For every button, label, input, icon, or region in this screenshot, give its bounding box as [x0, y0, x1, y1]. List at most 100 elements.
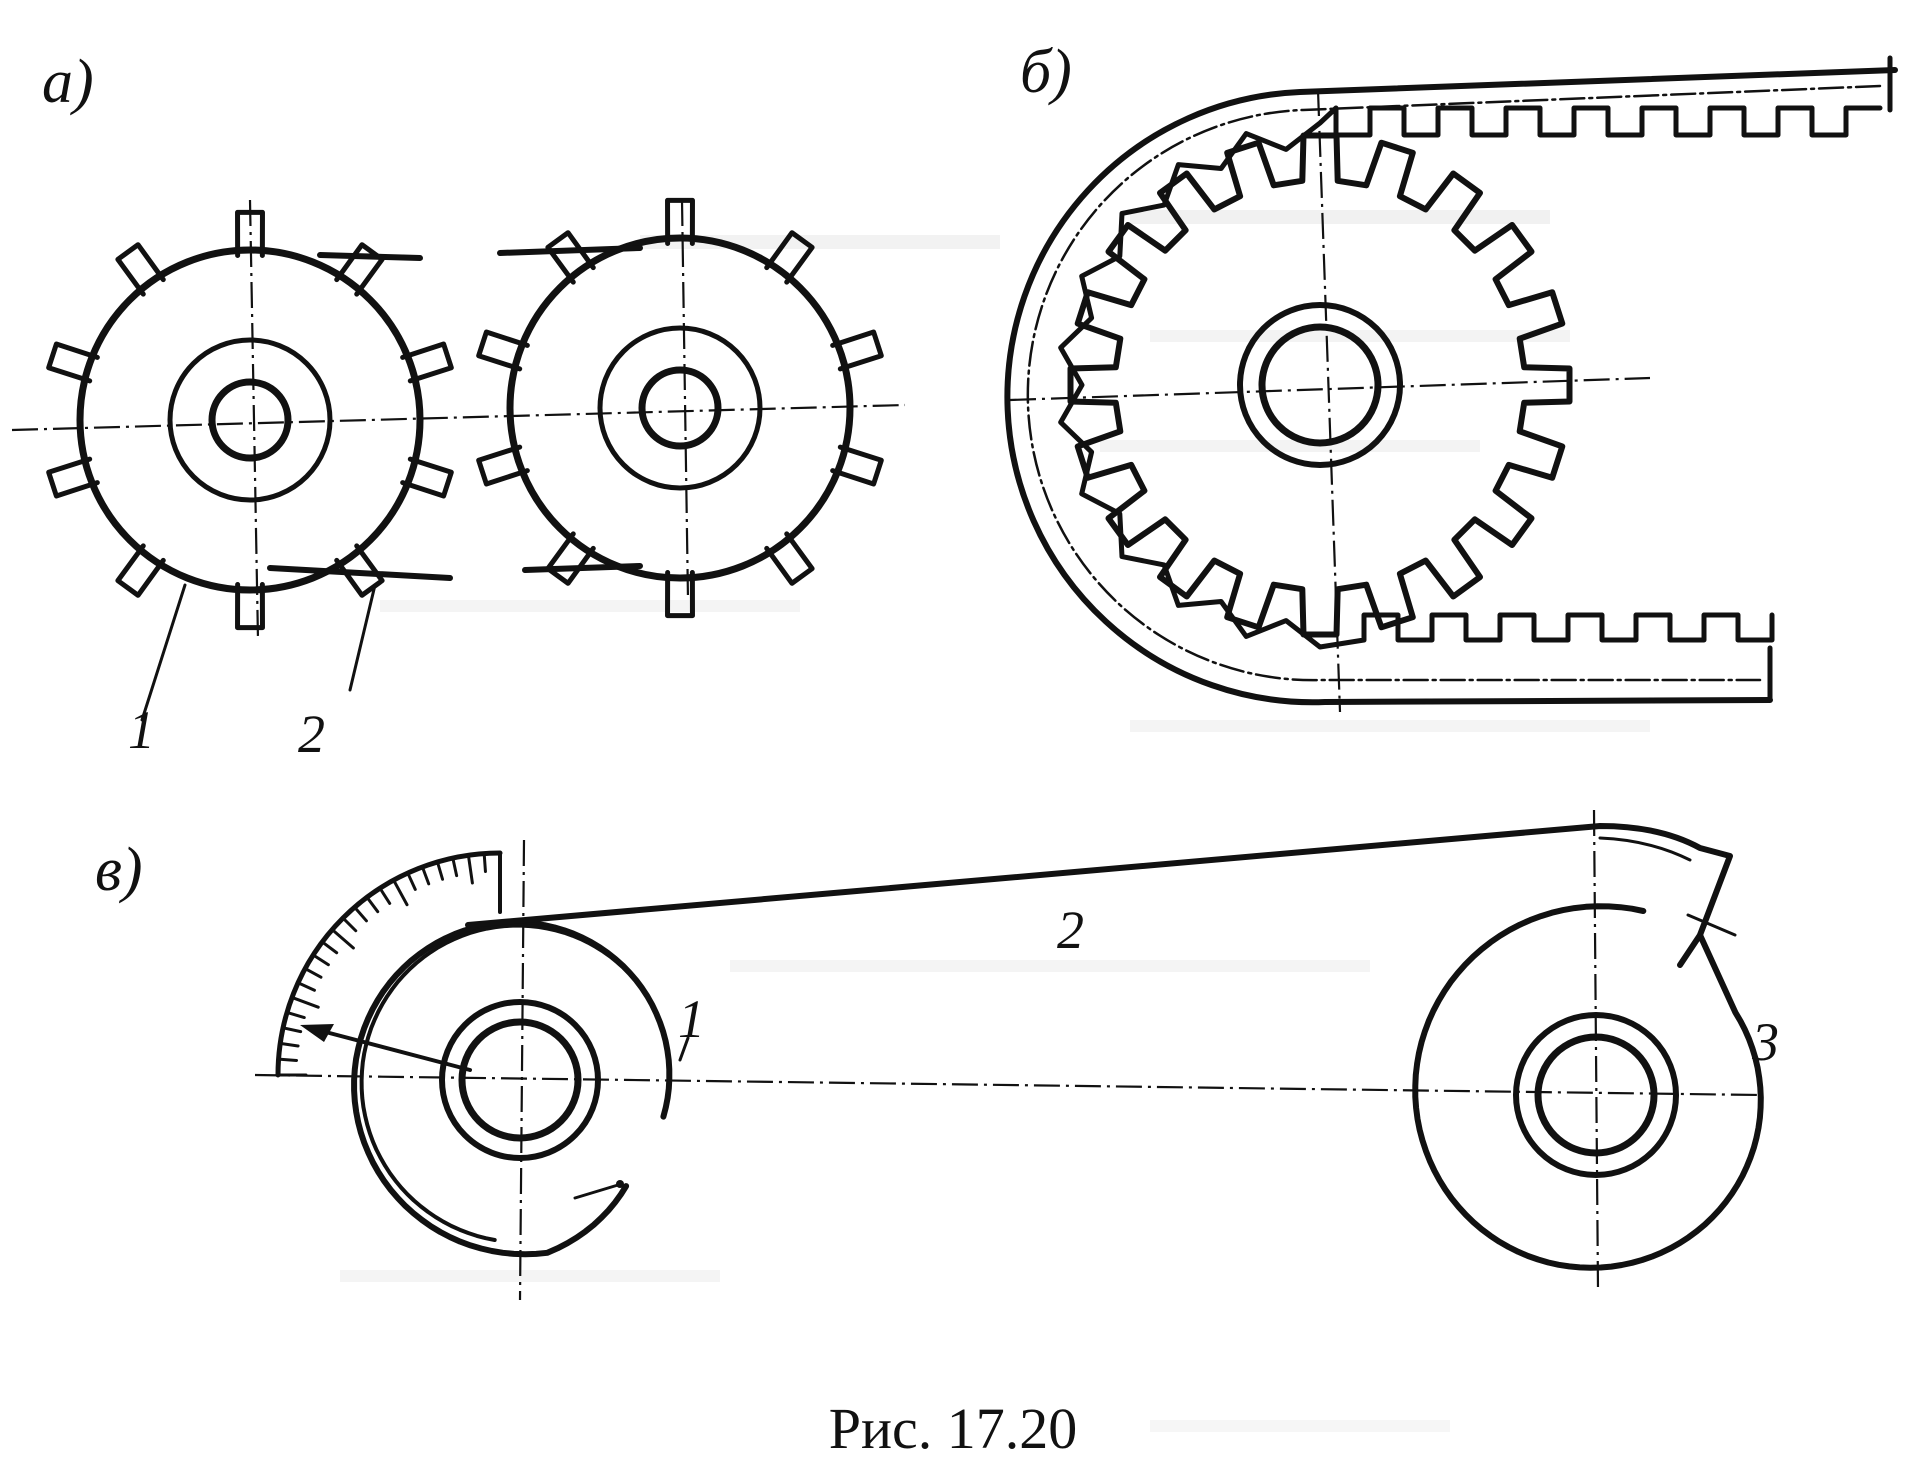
belt-inner-toothed-edge [1058, 105, 1883, 650]
scale-tick [278, 1041, 300, 1048]
scale-tick [341, 916, 358, 933]
scale-tick [330, 928, 355, 950]
sprocket-tooth [476, 329, 530, 372]
bleed-through-texture [340, 210, 1650, 1432]
panel-a-part-1: 1 [128, 700, 155, 760]
belt-outer-edge [1004, 67, 1898, 706]
scale-tick [466, 853, 474, 885]
scale-tick [420, 865, 431, 886]
scale-tick [296, 981, 316, 992]
sprocket-tooth [830, 329, 884, 372]
scale-tick [320, 940, 339, 955]
drum-right-bore [1534, 1033, 1658, 1157]
sprocket-left-hub [167, 337, 333, 503]
figure-caption: Рис. 17.20 [829, 1396, 1078, 1461]
tape-lower-right [522, 563, 643, 573]
panel-b-label: б) [1020, 38, 1072, 106]
drum-left-clamp-pin [616, 1180, 624, 1188]
panel-a-horizontal-axis [11, 403, 906, 432]
tape-upper-left [317, 252, 423, 261]
sprocket-tooth [46, 456, 100, 499]
sprocket-right-rim [506, 234, 854, 582]
drum-left [351, 919, 673, 1258]
sprocket-tooth [115, 543, 166, 598]
leader-a-2 [348, 583, 377, 692]
sprocket-left-bore [208, 378, 292, 462]
tape-span [465, 823, 1733, 968]
belt-pitch-line [1026, 84, 1882, 682]
sprocket-right-teeth [476, 197, 884, 619]
tape-lower-left [267, 565, 453, 581]
drum-left-hub [439, 999, 601, 1161]
scale-tick [311, 953, 330, 967]
sprocket-right-bore [638, 366, 722, 450]
scale-tick [378, 886, 392, 905]
sprocket-tooth [334, 242, 385, 297]
sprocket-tooth [665, 197, 695, 246]
drum-left-tape-layer [359, 923, 648, 1242]
sprocket-tooth [476, 444, 530, 487]
sprocket-tooth [665, 570, 695, 619]
sprocket-left-teeth [46, 209, 454, 631]
panel-v-part-2: 2 [1057, 900, 1084, 960]
sprocket-tooth [46, 341, 100, 384]
sprocket-tooth [235, 582, 265, 631]
scale-tick [277, 1057, 299, 1062]
drum-right-hub [1513, 1012, 1679, 1178]
panel-v: в) 1 [95, 809, 1779, 1301]
scale-tick [290, 995, 320, 1009]
drum-right-outline [1412, 903, 1764, 1271]
panel-b-vertical-axis [1316, 89, 1342, 713]
panel-v-left-vertical-axis [518, 839, 526, 1301]
angle-scale-ticks [276, 851, 502, 1077]
panel-a-label: а) [42, 48, 94, 116]
panel-b: б) [1004, 38, 1898, 713]
panel-v-right-vertical-axis [1592, 809, 1600, 1291]
scale-tick [353, 905, 368, 923]
pointer-arrowhead [300, 1024, 334, 1042]
panel-a-right-vertical-axis [680, 199, 690, 601]
drum-left-bore [458, 1018, 582, 1142]
panel-v-part-3: 3 [1751, 1012, 1779, 1072]
sprocket-tooth [115, 242, 166, 297]
toothed-pulley [1067, 132, 1573, 638]
angle-scale-arc [275, 850, 503, 1078]
sprocket-tooth [764, 230, 815, 285]
panel-v-label: в) [95, 836, 143, 904]
angle-scale [275, 850, 503, 1078]
toothed-pulley-bore [1258, 323, 1382, 447]
leader-a-1 [140, 583, 187, 722]
sprocket-tooth [400, 341, 454, 384]
scale-tick [365, 895, 380, 914]
sprocket-tooth [235, 209, 265, 258]
sprocket-tooth [334, 543, 385, 598]
toothed-pulley-hub [1237, 302, 1403, 468]
scale-tick [482, 852, 487, 874]
panel-a-part-2: 2 [298, 704, 325, 764]
panel-a-left-vertical-axis [248, 199, 260, 641]
drum-right [1412, 903, 1764, 1271]
toothed-belt [1004, 55, 1898, 706]
sprocket-tooth [830, 444, 884, 487]
scale-tick [285, 1010, 306, 1020]
scale-tick [392, 878, 409, 907]
scale-tick [451, 856, 459, 878]
drum-left-clamp [573, 1183, 620, 1200]
sprocket-tooth [400, 456, 454, 499]
leader-v-1 [678, 1036, 690, 1062]
panel-a: а) 1 2 [11, 48, 906, 764]
tape-upper-right [497, 245, 643, 256]
sprocket-right-hub [597, 325, 763, 491]
scale-tick [303, 967, 323, 979]
sprocket-left-rim [76, 246, 424, 594]
panel-b-horizontal-axis [1009, 376, 1651, 402]
tape-span-inner [1598, 836, 1692, 862]
sprocket-left [46, 209, 454, 631]
sprocket-right [476, 197, 884, 619]
panel-v-part-1: 1 [678, 989, 705, 1049]
scale-tick [281, 1026, 303, 1034]
drum-right-clamp [1686, 913, 1737, 937]
sprocket-tooth [764, 531, 815, 586]
drum-left-outline [351, 919, 673, 1258]
